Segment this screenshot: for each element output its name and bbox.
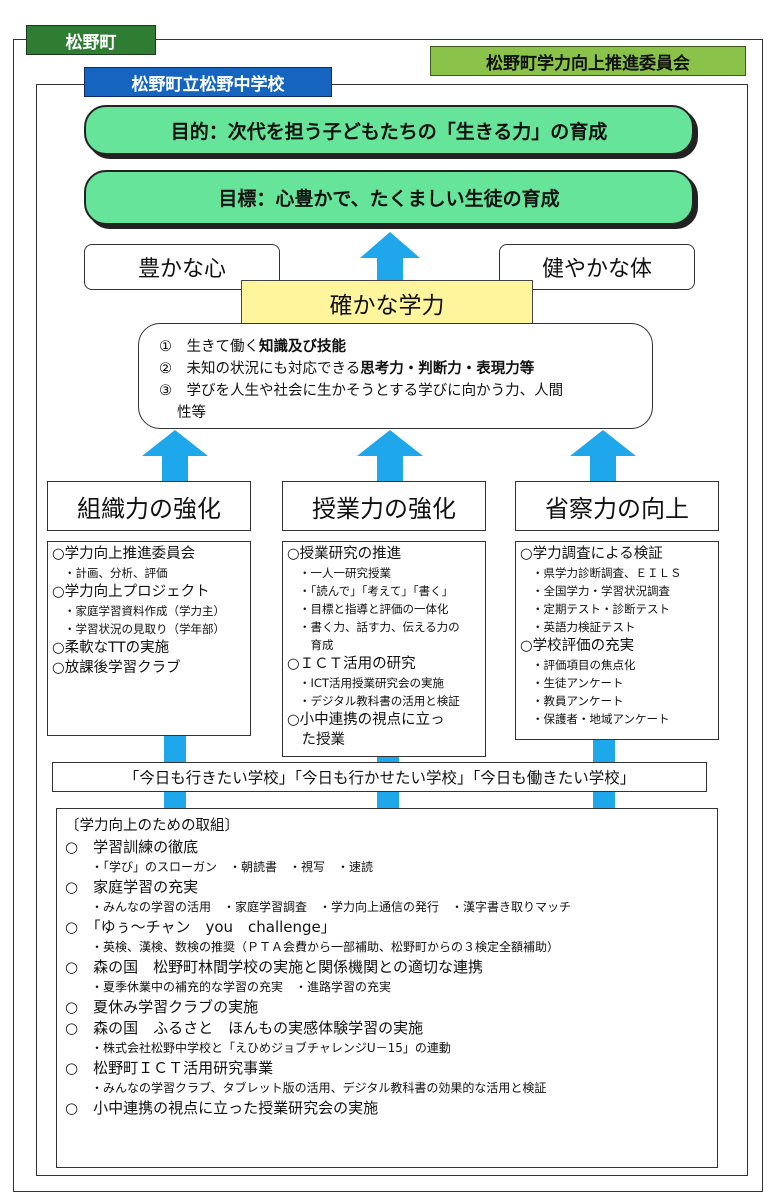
list-subitem: ・評価項目の焦点化 [532, 658, 636, 672]
list-subitem: ・書く力、話す力、伝える力の [299, 620, 460, 634]
list-subitem: ・みんなの学習の活用 ・家庭学習調査 ・学力向上通信の発行 ・漢字書き取りマッチ [91, 900, 572, 914]
list-heading: ○学力向上プロジェクト [52, 584, 210, 600]
list-subitem: ・学習状況の見取り（学年部） [64, 622, 225, 636]
initiatives-list: ○ 学習訓練の徹底・「学び」のスローガン ・朝読書 ・視写 ・速読 ○ 家庭学習の… [65, 837, 709, 1119]
list-subitem: ・株式会社松野中学校と「えひめジョブチャレンジU－15」の連動 [91, 1041, 451, 1055]
pillar-reflection-title: 省察力の向上 [515, 481, 719, 531]
initiatives-title: 〔学力向上のための取組〕 [65, 818, 239, 834]
list-subitem: 育成 [299, 638, 334, 652]
list-subitem: ・デジタル教科書の活用と検証 [299, 694, 460, 708]
academic-ability-box: 確かな学力 [241, 280, 533, 326]
list-heading: ○授業研究の推進 [287, 546, 402, 562]
list-subitem: ・夏季休業中の補充的な学習の充実 ・進路学習の充実 [91, 980, 392, 994]
list-subitem: ・教員アンケート [532, 694, 624, 708]
ability-line-3-tail: 性等 [177, 405, 206, 421]
list-heading: ○ 「ゆぅ～チャン you challenge」 [65, 918, 336, 936]
list-heading: ○ 夏休み学習クラブの実施 [65, 998, 259, 1016]
list-heading: ○ 学習訓練の徹底 [65, 838, 199, 856]
up-arrow-left [142, 430, 208, 484]
list-heading: ○学校評価の充実 [520, 638, 635, 654]
pillar-teaching-list: ○授業研究の推進・一人一研究授業・「読んで」「考えて」「書く」・目標と指導と評価… [282, 541, 486, 757]
abilities-box: ① 生きて働く知識及び技能 ② 未知の状況にも対応できる思考力・判断力・表現力等… [138, 323, 653, 429]
healthy-body-box: 健やかな体 [499, 244, 695, 290]
slogan-banner: 「今日も行きたい学校」「今日も行かせたい学校」「今日も働きたい学校」 [52, 762, 707, 792]
school-tag: 松野町立松野中学校 [84, 67, 332, 97]
up-arrow-top [360, 232, 420, 282]
pillar-organization-list: ○学力向上推進委員会・計画、分析、評価 ○学力向上プロジェクト・家庭学習資料作成（… [47, 541, 251, 736]
list-subitem: ・英検、漢検、数検の推奨（ＰＴＡ会費から一部補助、松野町からの３検定全額補助） [91, 940, 560, 954]
list-subitem: ・目標と指導と評価の一体化 [299, 602, 449, 616]
list-subitem: ・「読んで」「考えて」「書く」 [299, 584, 454, 598]
list-heading: ○ＩＣＴ活用の研究 [287, 656, 416, 672]
committee-tag: 松野町学力向上推進委員会 [430, 46, 746, 76]
ability-line-3: ③ 学びを人生や社会に生かそうとする学びに向かう力、人間 [159, 383, 564, 399]
list-heading: ○放課後学習クラブ [52, 660, 181, 676]
list-subitem: ・保護者・地域アンケート [532, 712, 670, 726]
list-subitem: ・定期テスト・診断テスト [532, 602, 670, 616]
list-heading: ○小中連携の視点に立っ [287, 712, 445, 728]
initiatives-box: 〔学力向上のための取組〕 ○ 学習訓練の徹底・「学び」のスローガン ・朝読書 ・… [56, 808, 718, 1168]
list-subitem: ・みんなの学習クラブ、タブレット版の活用、デジタル教科書の効果的な活用と検証 [91, 1081, 547, 1095]
pillar-teaching-title: 授業力の強化 [282, 481, 486, 531]
school-frame [36, 84, 748, 1176]
list-heading: た授業 [287, 732, 345, 748]
ability-line-2: ② 未知の状況にも対応できる思考力・判断力・表現力等 [159, 361, 535, 377]
list-heading: ○ 森の国 松野町林間学校の実施と関係機関との適切な連携 [65, 958, 483, 976]
list-heading: ○ 小中連携の視点に立った授業研究会の実施 [65, 1099, 379, 1117]
list-subitem: ・英語力検証テスト [532, 620, 636, 634]
town-tag: 松野町 [26, 25, 156, 55]
ability-line-1: ① 生きて働く知識及び技能 [159, 339, 346, 355]
list-heading: ○ 家庭学習の充実 [65, 878, 199, 896]
list-heading: ○ 松野町ＩＣＴ活用研究事業 [65, 1059, 274, 1077]
pillar-reflection-list: ○学力調査による検証・県学力診断調査、ＥＩＬＳ ・全国学力・学習状況調査・定期テス… [515, 541, 719, 740]
outer-frame [13, 39, 763, 1192]
list-heading: ○学力向上推進委員会 [52, 546, 196, 562]
goal-banner: 目標：心豊かで、たくましい生徒の育成 [84, 170, 694, 225]
up-arrow-center [357, 430, 423, 484]
pillar-organization-title: 組織力の強化 [47, 481, 251, 531]
list-subitem: ・「学び」のスローガン ・朝読書 ・視写 ・速読 [91, 860, 374, 874]
purpose-banner: 目的：次代を担う子どもたちの「生きる力」の育成 [84, 105, 694, 155]
list-heading: ○学力調査による検証 [520, 546, 663, 562]
list-heading: ○柔軟なTTの実施 [52, 640, 170, 656]
list-subitem: ・全国学力・学習状況調査 [532, 584, 670, 598]
list-subitem: ・一人一研究授業 [299, 566, 391, 580]
list-subitem: ・計画、分析、評価 [64, 566, 168, 580]
list-subitem: ・家庭学習資料作成（学力主） [64, 604, 225, 618]
up-arrow-right [570, 430, 636, 484]
list-heading: ○ 森の国 ふるさと ほんもの実感体験学習の実施 [65, 1019, 424, 1037]
list-subitem: ・生徒アンケート [532, 676, 624, 690]
list-subitem: ・県学力診断調査、ＥＩＬＳ [532, 566, 682, 580]
list-subitem: ・ICT活用授業研究会の実施 [299, 676, 444, 690]
